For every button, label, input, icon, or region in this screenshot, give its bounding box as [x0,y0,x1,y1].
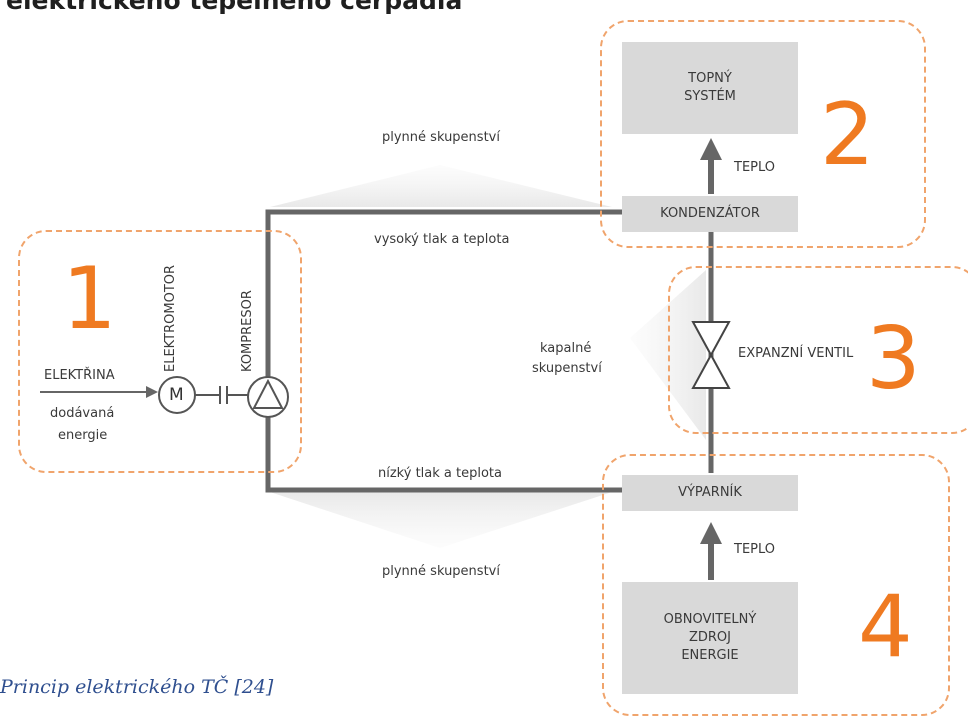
coupling-icon [195,386,249,404]
liquid-phase-label-1: kapalné [540,341,592,356]
supplied-energy-label-2: energie [58,428,108,443]
high-pressure-label: vysoký tlak a teplota [374,232,510,247]
heat-top-label: TEPLO [734,160,776,175]
motor-symbol: M [169,385,184,405]
zone-number-1: 1 [62,249,117,349]
electromotor-label: ELEKTROMOTOR [163,264,178,372]
supplied-energy-label-1: dodávaná [50,406,115,421]
renewable-source-box: OBNOVITELNÝ ZDROJ ENERGIE [622,582,798,694]
liquid-phase-label-2: skupenství [532,361,602,376]
heat-arrow-bottom [700,522,722,580]
zone-2-border [600,20,926,248]
zone-1-border [18,230,302,473]
heating-system-box: TOPNÝ SYSTÉM [622,42,798,134]
low-pressure-label: nízký tlak a teplota [378,466,502,481]
expansion-valve-icon [691,321,731,389]
renewable-source-label-3: ENERGIE [681,648,739,663]
zone-4-border [602,454,950,716]
heating-system-label-1: TOPNÝ [688,71,732,86]
condenser-box: KONDENZÁTOR [622,196,798,232]
compressor-icon [247,376,289,418]
gas-phase-bottom-label: plynné skupenství [382,564,500,579]
page-title: elektrického tepelného čerpadla [6,0,463,15]
electricity-label: ELEKTŘINA [44,368,115,383]
condenser-label: KONDENZÁTOR [660,206,760,221]
compressor-label: KOMPRESOR [240,290,255,372]
gas-phase-bottom-shade [270,492,612,548]
gas-phase-top-shade [270,165,612,207]
evaporator-box: VÝPARNÍK [622,475,798,511]
expansion-valve-label: EXPANZNÍ VENTIL [738,346,854,361]
renewable-source-label-1: OBNOVITELNÝ [663,612,757,627]
gas-phase-top-label: plynné skupenství [382,130,500,145]
heating-system-label-2: SYSTÉM [684,89,736,104]
zone-3-border [668,266,968,434]
zone-number-3: 3 [866,309,921,409]
renewable-source-label-2: ZDROJ [688,630,731,645]
heat-bottom-label: TEPLO [734,542,776,557]
zone-number-4: 4 [858,577,913,677]
zone-number-2: 2 [820,85,875,185]
electricity-arrow [40,386,158,398]
evaporator-label: VÝPARNÍK [678,485,742,500]
figure-caption: Princip elektrického TČ [24] [0,676,274,698]
heat-arrow-top [700,138,722,194]
